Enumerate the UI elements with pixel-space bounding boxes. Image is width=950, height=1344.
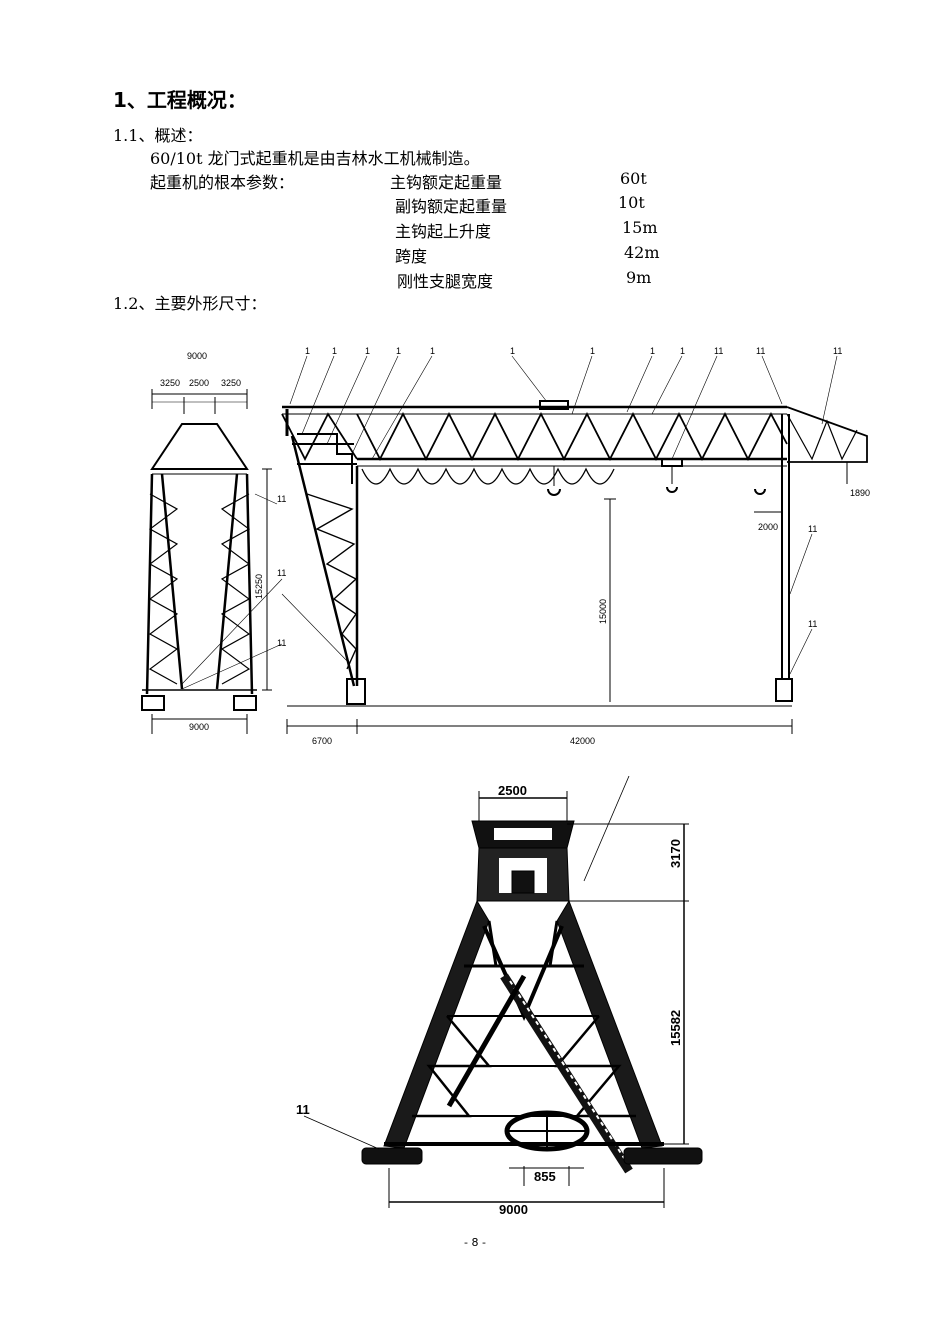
- svg-text:1: 1: [510, 346, 515, 356]
- params-label: 起重机的根本参数：: [150, 173, 295, 192]
- param-value-5: 9m: [626, 268, 652, 287]
- d2-base: 9000: [499, 1202, 528, 1216]
- svg-text:11: 11: [277, 638, 286, 648]
- callout-labels: 1 1 1 1 1 1 1 1 1 11 11 11 11 11 11 11 1…: [277, 346, 842, 648]
- dim-cant: 1890: [850, 488, 870, 498]
- param-name-5: 刚性支腿宽度: [397, 272, 494, 291]
- dim-left-overhang: 6700: [312, 736, 332, 746]
- param-name-1: 主钩额定起重量: [390, 173, 503, 192]
- param-value-1: 60t: [620, 169, 647, 188]
- svg-text:1: 1: [332, 346, 337, 356]
- dim-lift: 15000: [598, 599, 608, 624]
- crane-elevation-drawing: 9000 3250 2500 3250 15250 9000 6700 4200…: [122, 334, 877, 762]
- param-value-3: 15m: [622, 218, 658, 237]
- dim-top-mid: 2500: [189, 378, 209, 388]
- d2-top: 2500: [498, 783, 527, 798]
- svg-text:11: 11: [808, 524, 817, 534]
- dim-top-right: 3250: [221, 378, 241, 388]
- svg-text:1: 1: [305, 346, 310, 356]
- svg-text:11: 11: [808, 619, 817, 629]
- dim-aux: 2000: [758, 522, 778, 532]
- param-value-4: 42m: [624, 243, 660, 262]
- svg-text:11: 11: [714, 346, 723, 356]
- param-value-2: 10t: [618, 193, 645, 212]
- param-name-4: 跨度: [395, 247, 428, 266]
- param-name-2: 副钩额定起重量: [395, 197, 508, 216]
- page-number: - 8 -: [464, 1236, 486, 1249]
- section-title: 1、工程概况：: [113, 88, 247, 112]
- svg-text:1: 1: [430, 346, 435, 356]
- svg-text:1: 1: [396, 346, 401, 356]
- dim-bottom-width: 9000: [189, 722, 209, 732]
- d2-lower-height: 15582: [668, 1010, 683, 1046]
- svg-text:11: 11: [833, 346, 842, 356]
- svg-text:11: 11: [277, 494, 286, 504]
- s11-intro: 60/10t 龙门式起重机是由吉林水工机械制造。: [150, 149, 480, 168]
- param-name-3: 主钩起上升度: [395, 222, 492, 241]
- svg-text:11: 11: [756, 346, 765, 356]
- svg-text:1: 1: [590, 346, 595, 356]
- rigid-leg-detail-drawing: 2500 3170 15582 855 9000 11: [284, 776, 714, 1216]
- d2-wheel: 855: [534, 1169, 556, 1184]
- d2-upper-height: 3170: [668, 839, 683, 868]
- svg-text:1: 1: [650, 346, 655, 356]
- svg-text:1: 1: [365, 346, 370, 356]
- dim-span: 42000: [570, 736, 595, 746]
- dim-top-left: 3250: [160, 378, 180, 388]
- s11-heading: 1.1、概述：: [113, 126, 203, 145]
- d2-callout: 11: [296, 1102, 310, 1117]
- dim-top-width: 9000: [187, 351, 207, 361]
- svg-text:11: 11: [277, 568, 286, 578]
- svg-text:1: 1: [680, 346, 685, 356]
- dim-height: 15250: [254, 574, 264, 599]
- s12-heading: 1.2、主要外形尺寸：: [113, 294, 267, 313]
